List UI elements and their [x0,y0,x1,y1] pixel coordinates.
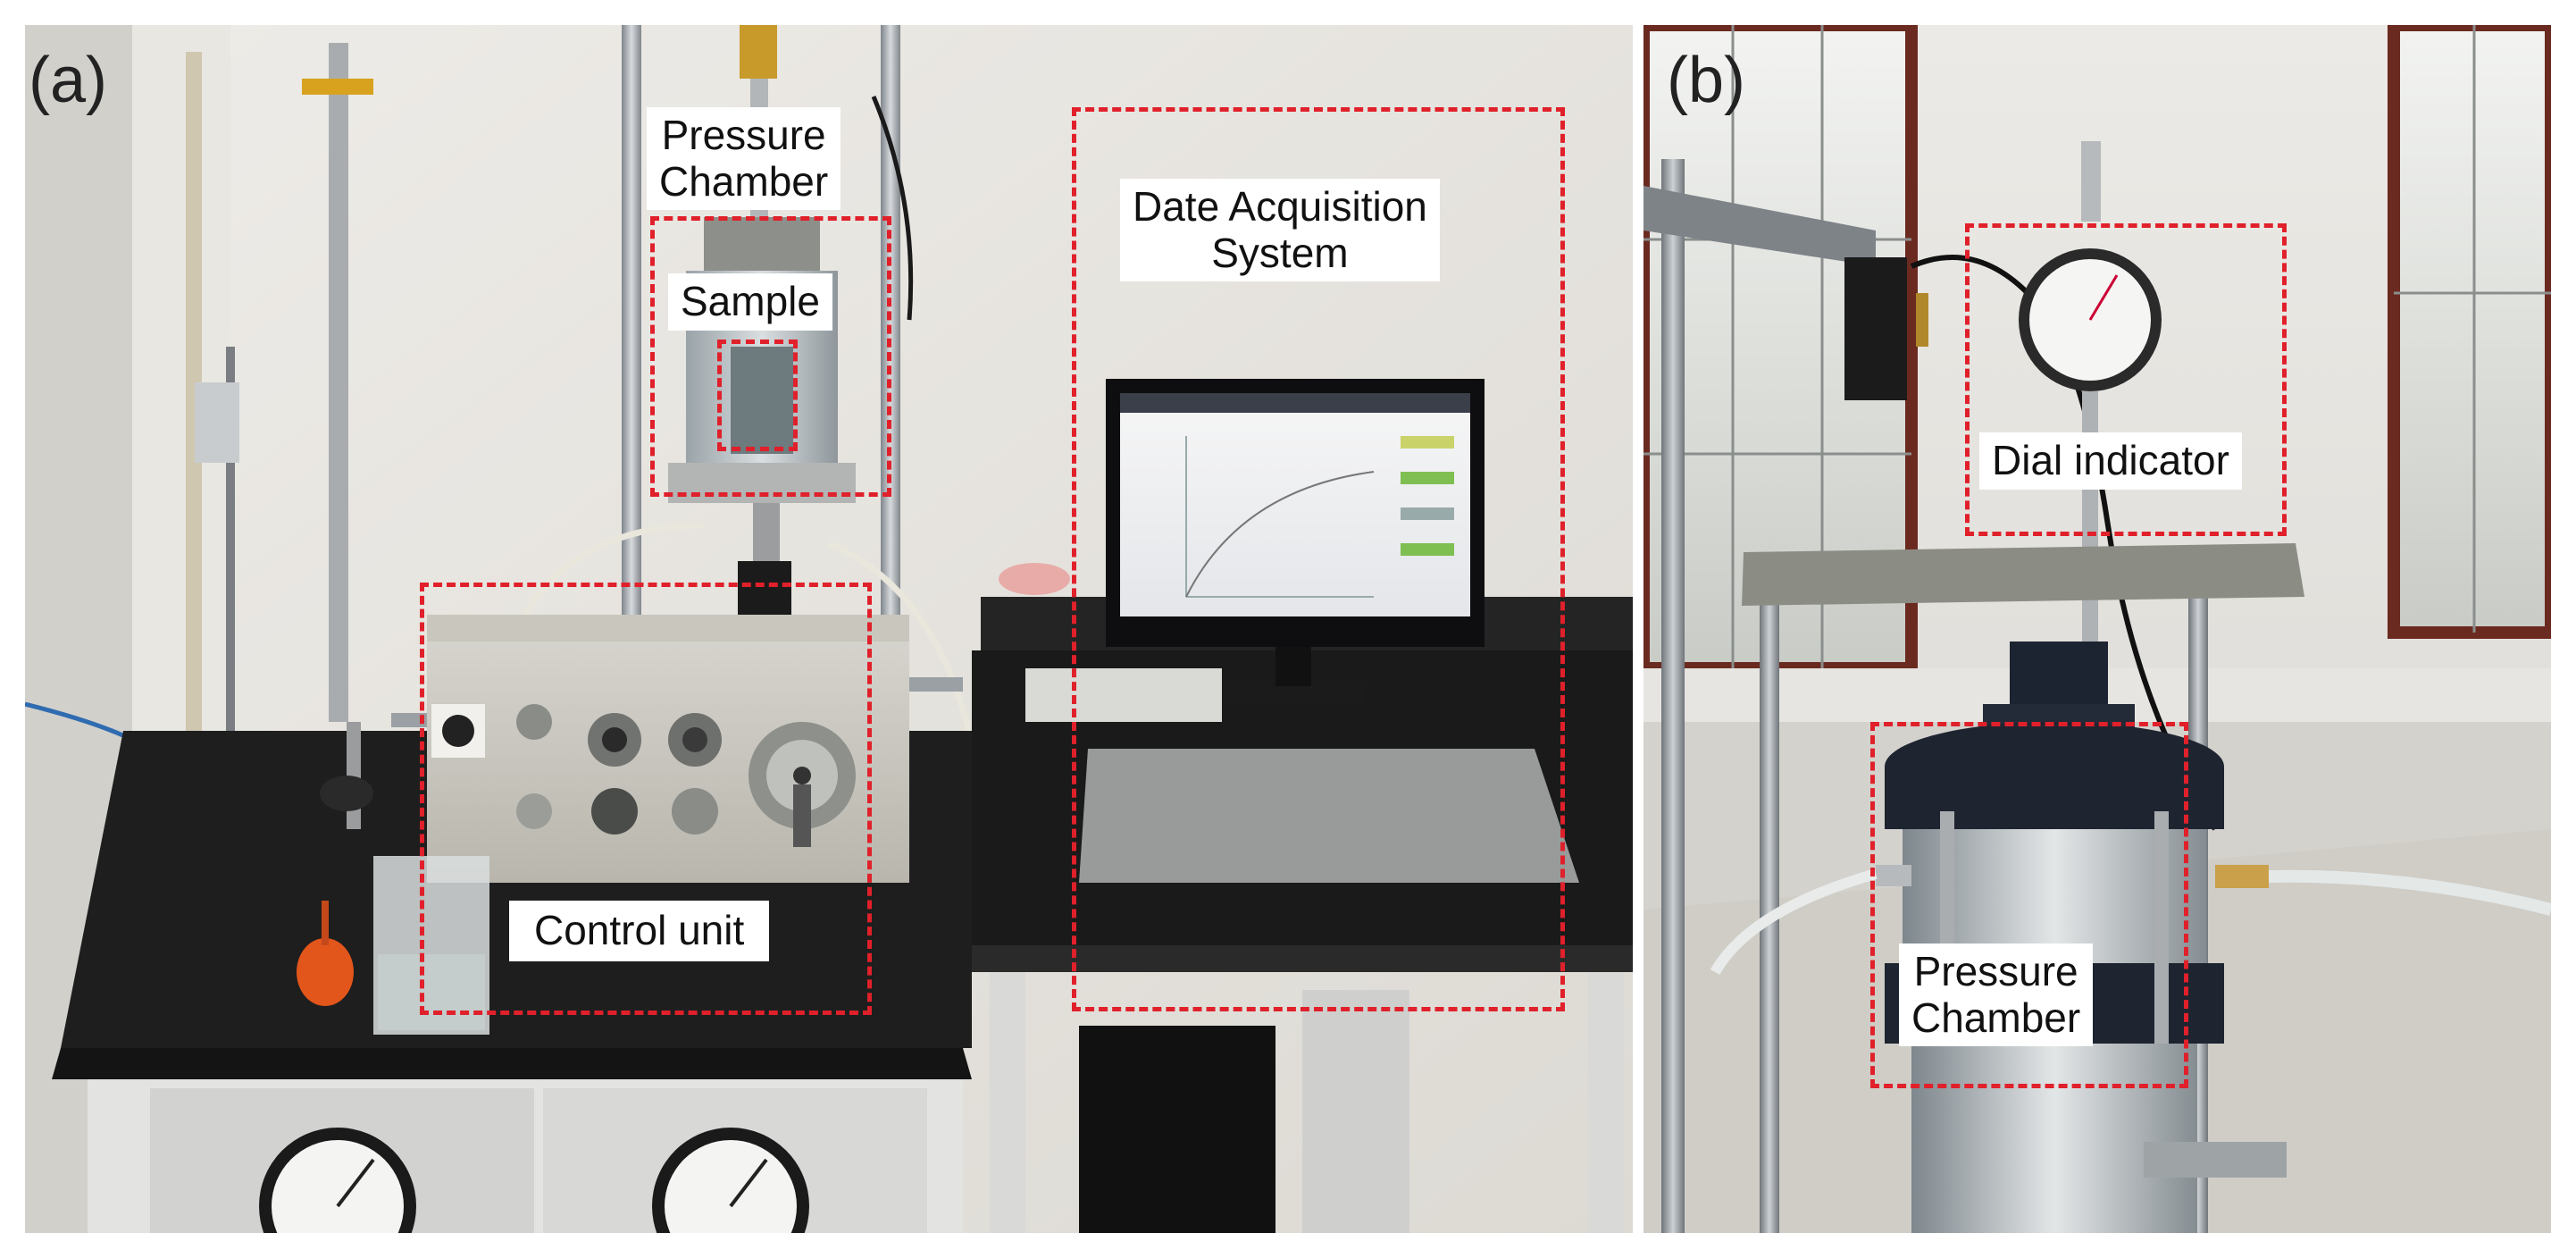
photo-panel-b: (b) Dial indicator Pressure Chamber [1643,25,2551,1233]
photo-panel-a: (a) Pressure Chamber Sample Date Acquisi… [25,25,1633,1233]
panel-label-a: (a) [29,45,107,116]
callout-sample: Sample [668,273,832,331]
dial-indicator-highlight [1965,223,2287,536]
window-right [2394,25,2551,633]
bench-top-left [52,1048,972,1079]
wall-pipe [329,43,348,722]
pc-tower [1079,1026,1275,1233]
keyboard [1079,749,1579,883]
callout-pressure-chamber-a: Pressure Chamber [647,107,841,211]
panel-label-b: (b) [1667,45,1745,116]
loading-crossbeam [1742,543,2304,606]
callout-pressure-chamber-b: Pressure Chamber [1899,944,2094,1047]
threaded-rod-left [1661,159,1685,1233]
pressure-chamber-highlight [650,216,891,497]
pressure-chamber-b-highlight [1870,722,2188,1088]
displacement-transducer [1844,257,1907,400]
callout-dial-indicator: Dial indicator [1979,432,2242,490]
data-acquisition-highlight [1072,107,1565,1011]
control-unit-highlight [420,583,872,1015]
callout-data-acquisition: Date Acquisition System [1120,179,1440,282]
rubber-bulb [297,938,354,1006]
callout-control-unit: Control unit [509,901,770,961]
frame-column-left [622,25,641,668]
apparatus-photo-b [1643,25,2551,1233]
monitor-screen [1120,393,1470,616]
sample-highlight [717,340,798,451]
burette [186,52,202,856]
